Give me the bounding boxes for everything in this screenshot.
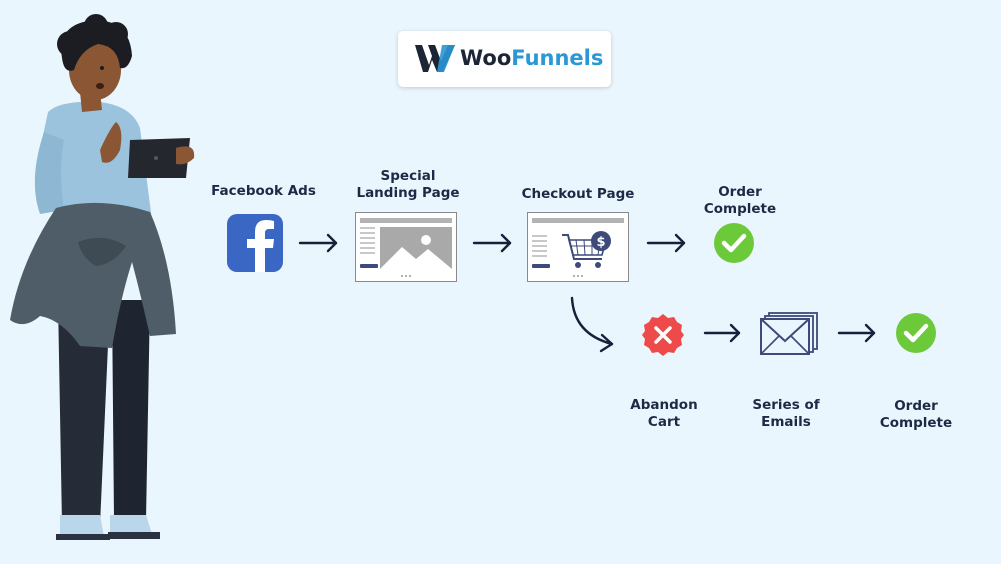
arrow-facebook-to-landing (298, 233, 338, 253)
checkout-page-icon: $ (527, 212, 629, 282)
landing-page-label: Special Landing Page (356, 168, 460, 201)
woofunnels-wordmark: WooFunnels (460, 46, 603, 70)
arrow-abandon-to-emails (703, 323, 741, 343)
facebook-icon (227, 214, 283, 272)
brand-part-2: Funnels (511, 46, 604, 70)
arrow-landing-to-checkout (472, 233, 512, 253)
check-icon (714, 223, 754, 263)
x-icon (642, 314, 684, 356)
arrow-checkout-to-abandon (570, 296, 614, 353)
checkout-page-label: Checkout Page (521, 186, 635, 202)
landing-page-wireframe (360, 218, 452, 277)
abandon-cart-label: Abandon Cart (630, 397, 698, 430)
arrow-checkout-to-order (646, 233, 686, 253)
woofunnels-logo-icon (415, 45, 455, 72)
order-complete-top-label: Order Complete (703, 184, 777, 217)
svg-text:$: $ (596, 235, 605, 250)
person-illustration (10, 14, 195, 540)
woofunnels-logo: WooFunnels (398, 31, 611, 87)
arrow-emails-to-order (837, 323, 876, 343)
envelope-icon (760, 312, 818, 355)
shopping-cart-icon: $ (532, 218, 624, 277)
order-complete-bottom-label: Order Complete (879, 398, 953, 431)
landing-page-icon (355, 212, 457, 282)
facebook-ads-label: Facebook Ads (211, 183, 316, 199)
brand-part-1: Woo (460, 46, 512, 70)
check-icon-bottom (896, 313, 936, 353)
series-of-emails-label: Series of Emails (752, 397, 820, 430)
